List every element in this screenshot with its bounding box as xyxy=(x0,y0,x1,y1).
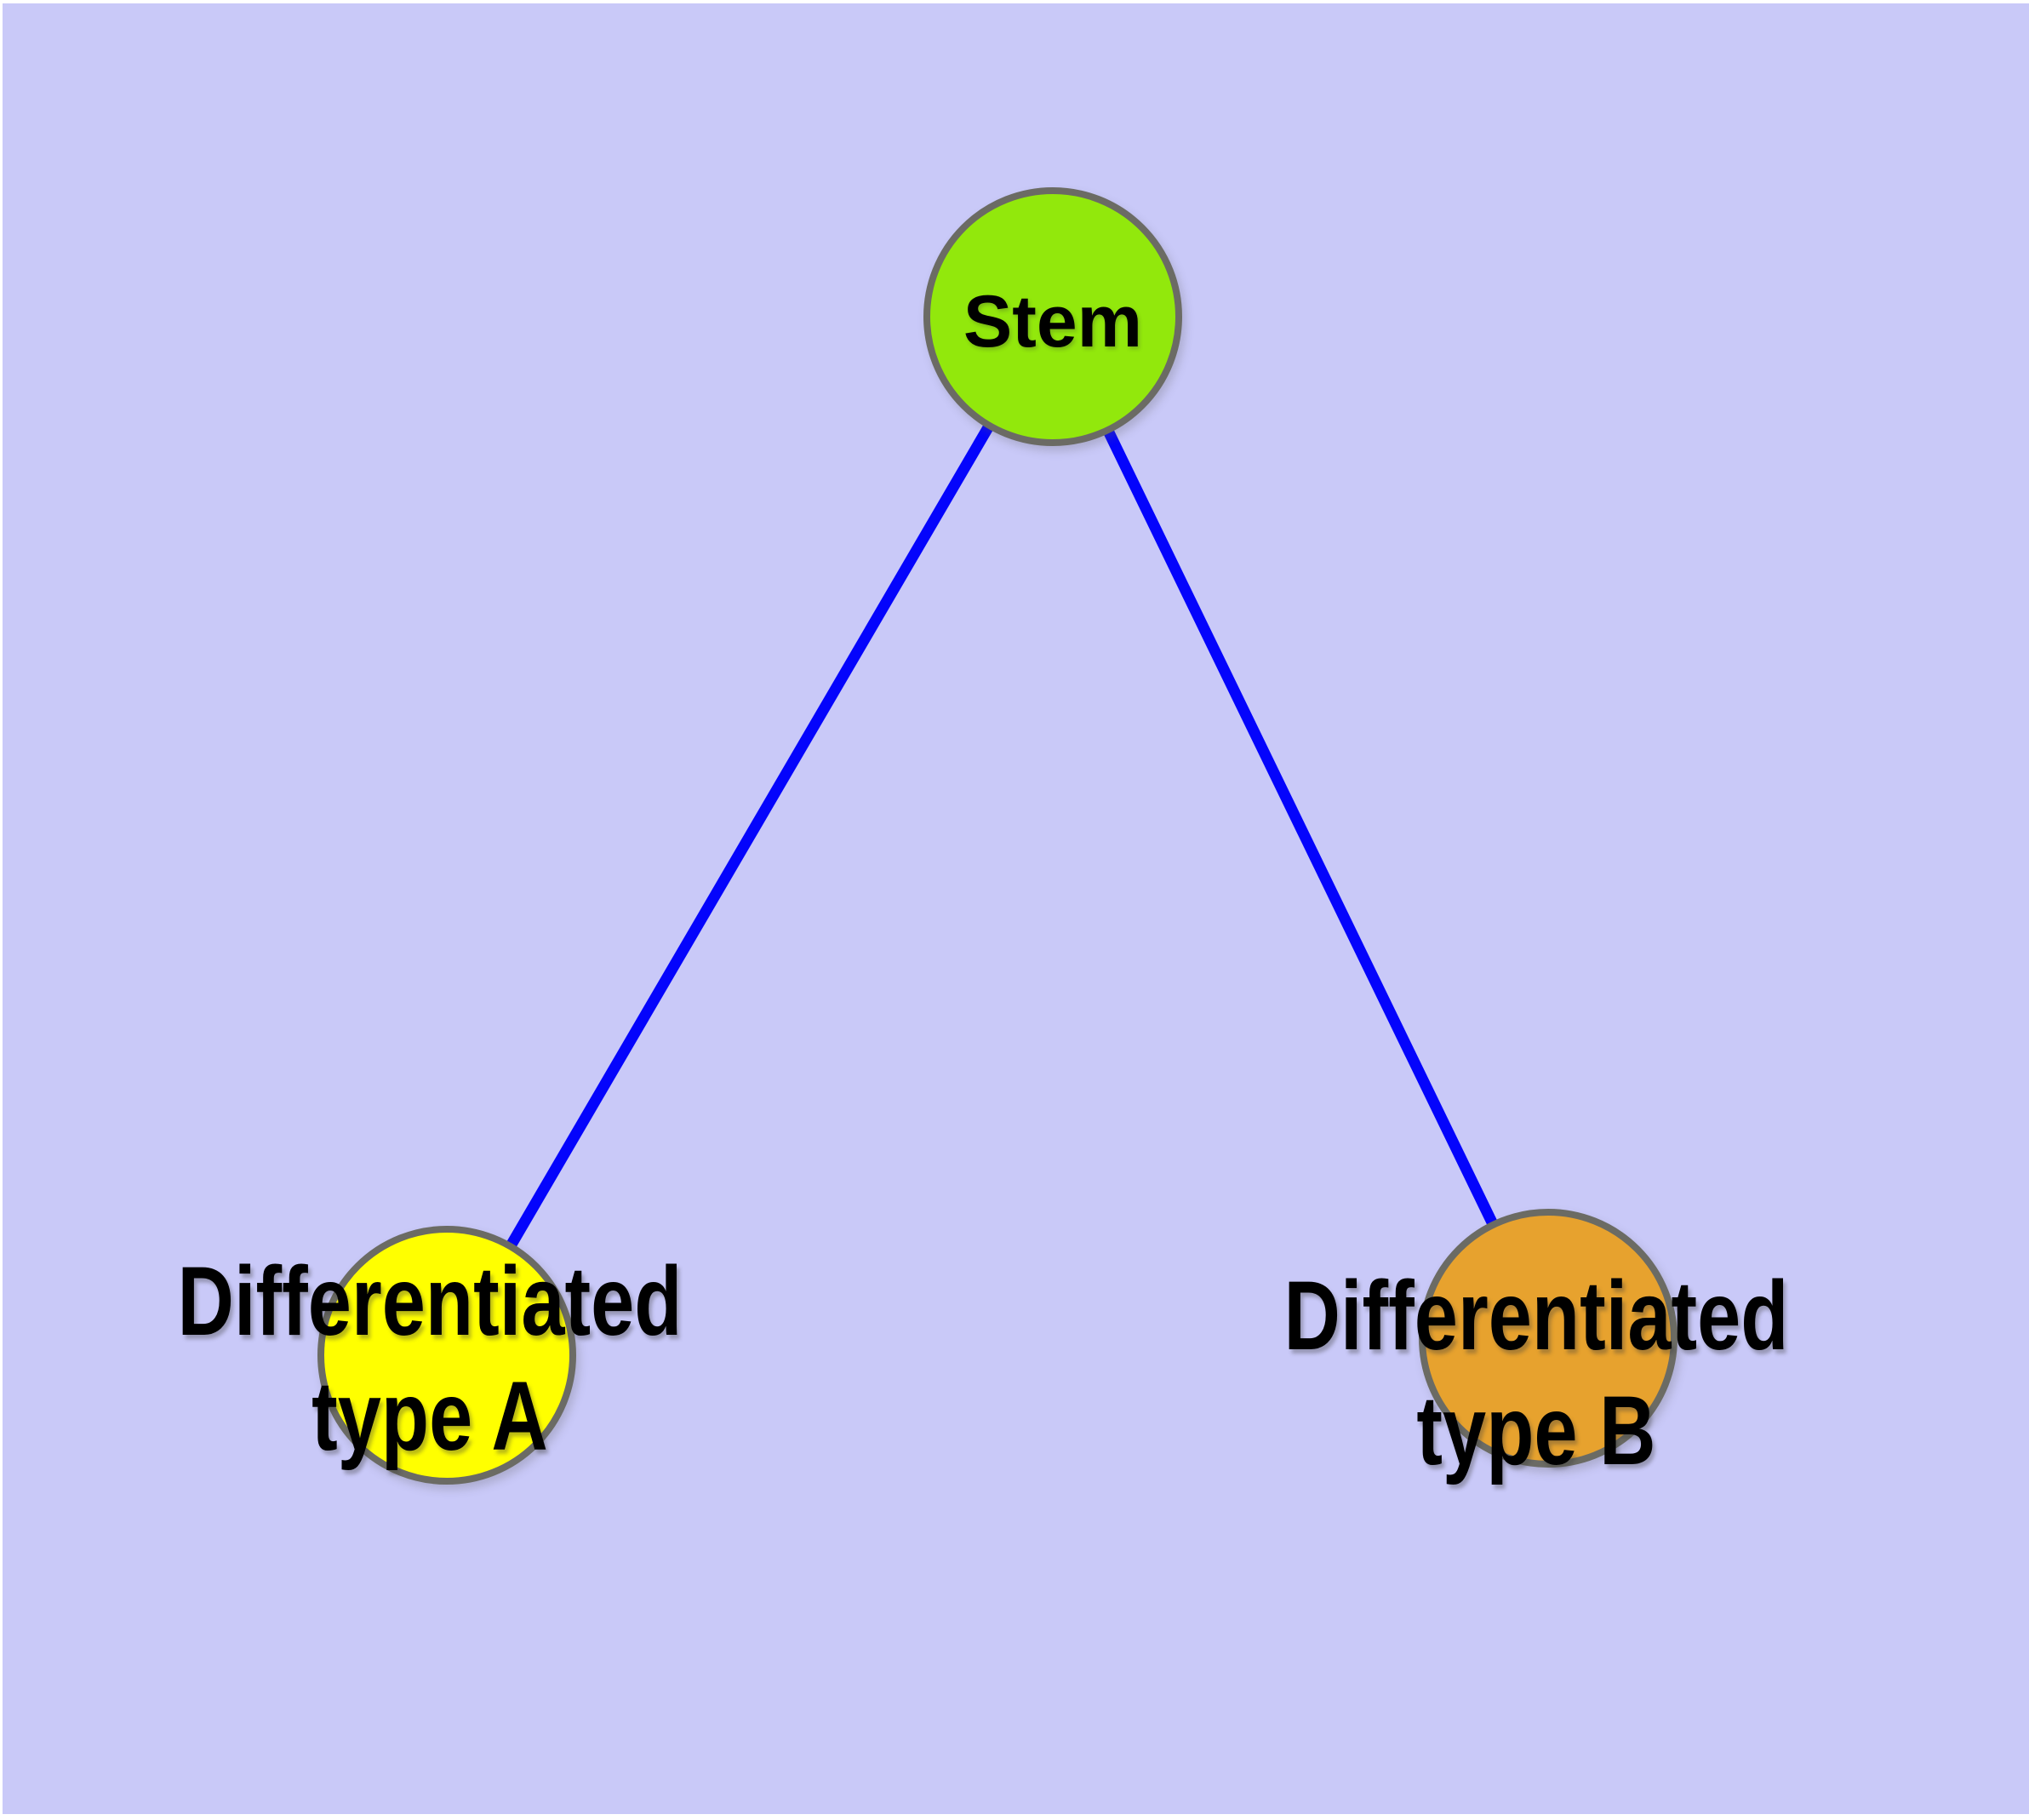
edge-stem-to-type-b xyxy=(1048,314,1553,1341)
node-differentiated-type-a-label: Differentiated type A xyxy=(123,1245,736,1474)
diagram-canvas: Stem Differentiated type A Differentiate… xyxy=(3,3,2029,1814)
node-type-a-label-line2: type A xyxy=(311,1362,548,1471)
node-stem[interactable]: Stem xyxy=(923,187,1182,446)
node-differentiated-type-b-label: Differentiated type B xyxy=(1230,1259,1843,1489)
node-differentiated-type-b[interactable] xyxy=(1419,1209,1677,1468)
node-type-a-label-line1: Differentiated xyxy=(177,1247,683,1356)
node-stem-label: Stem xyxy=(963,281,1143,363)
node-type-b-label-line1: Differentiated xyxy=(1283,1262,1789,1371)
node-differentiated-type-a[interactable] xyxy=(317,1226,576,1485)
node-type-b-label-line2: type B xyxy=(1416,1376,1656,1485)
edges-layer xyxy=(442,313,1553,1359)
edge-stem-to-type-a xyxy=(442,313,1058,1359)
